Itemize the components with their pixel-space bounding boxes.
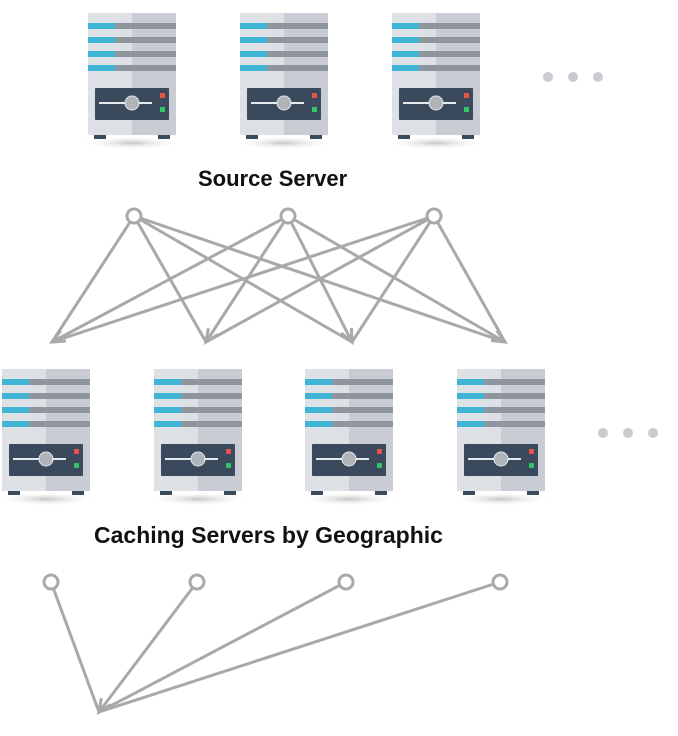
caching-servers-label: Caching Servers by Geographic <box>94 522 443 548</box>
connection-node-icon <box>188 573 206 591</box>
connection-node-icon <box>42 573 60 591</box>
connection-line <box>98 580 347 714</box>
connection-line <box>51 214 435 344</box>
connection-node-icon <box>125 207 143 225</box>
arrowhead-icon <box>96 697 112 716</box>
connection-node-icon <box>279 207 297 225</box>
server-icon <box>232 13 336 150</box>
arrowhead-icon <box>48 330 67 344</box>
server-icon <box>0 369 98 506</box>
connection-nodes <box>42 207 509 591</box>
server-icon <box>146 369 250 506</box>
more-indicators <box>543 72 658 438</box>
arrowhead-icon <box>340 327 354 346</box>
source-server-label: Source Server <box>198 166 348 191</box>
server-icon <box>297 369 401 506</box>
connection-line <box>98 580 501 714</box>
connection-line <box>432 215 507 343</box>
connection-lines <box>48 214 509 716</box>
connection-line <box>50 215 136 343</box>
server-icon <box>449 369 553 506</box>
connection-node-icon <box>337 573 355 591</box>
arrowhead-icon <box>203 327 219 346</box>
ellipsis-icon <box>543 72 603 82</box>
ellipsis-icon <box>598 428 658 438</box>
connection-line <box>350 215 436 343</box>
connection-line <box>287 214 506 344</box>
connection-node-icon <box>491 573 509 591</box>
server-group <box>0 13 553 506</box>
connection-line <box>49 581 101 713</box>
connection-line <box>51 214 289 344</box>
connection-line <box>205 214 435 344</box>
connection-node-icon <box>425 207 443 225</box>
arrowhead-icon <box>490 329 509 344</box>
server-icon <box>384 13 488 150</box>
server-icon <box>80 13 184 150</box>
connection-line <box>97 581 199 713</box>
